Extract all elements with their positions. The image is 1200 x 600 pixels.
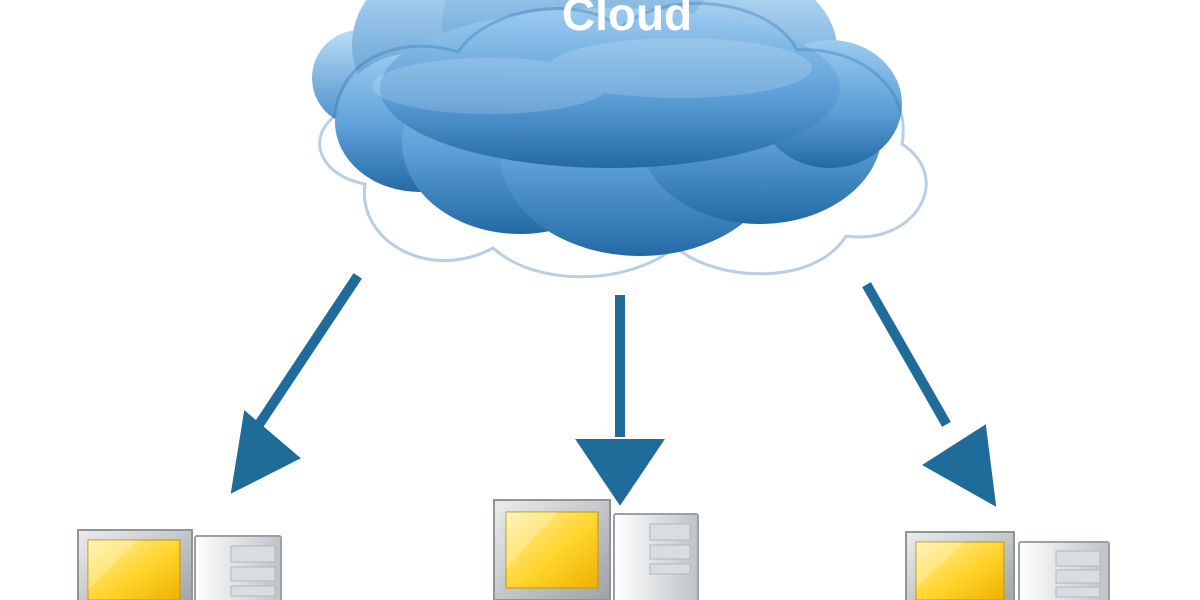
computer-icon xyxy=(493,499,699,600)
arrow-right xyxy=(862,282,997,507)
cloud-label: Cloud xyxy=(562,0,692,40)
cloud-icon: Cloud xyxy=(312,0,928,279)
arrow-left xyxy=(230,273,362,494)
connection-arrows xyxy=(230,273,997,507)
computer-icon xyxy=(905,531,1110,600)
computer-icon xyxy=(77,529,282,600)
arrow-center xyxy=(575,295,665,506)
